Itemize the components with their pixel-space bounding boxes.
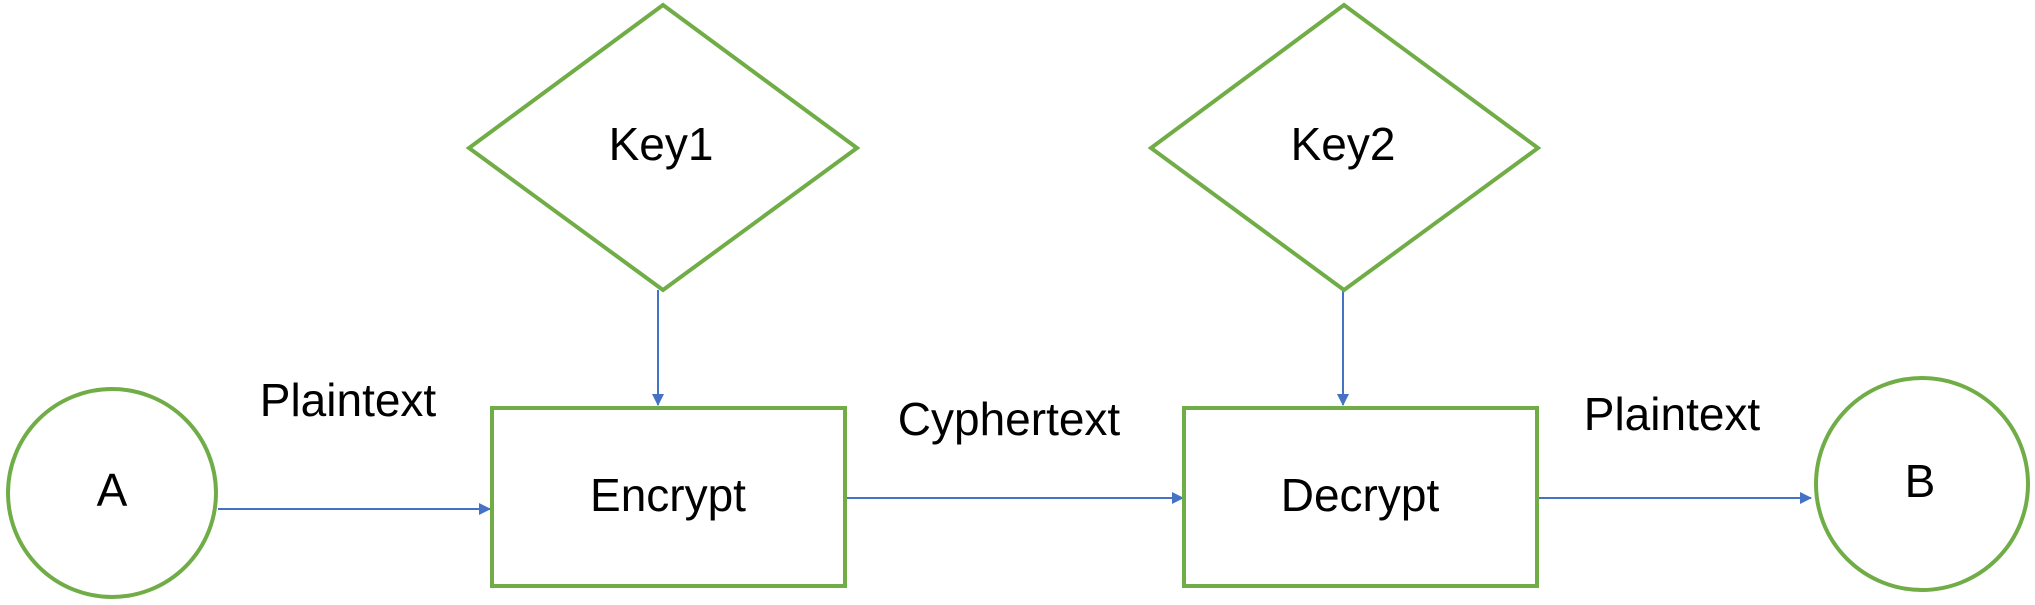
node-b-circle	[1814, 376, 2030, 592]
node-a-circle	[6, 387, 218, 599]
node-encrypt-box	[490, 406, 847, 588]
node-b-label: B	[1905, 455, 1936, 507]
node-key1-diamond	[465, 2, 861, 293]
edge-decrypt-to-b-label: Plaintext	[1584, 388, 1761, 440]
node-encrypt-label: Encrypt	[590, 469, 746, 521]
edge-a-to-encrypt-label: Plaintext	[260, 374, 437, 426]
node-key2-diamond	[1147, 2, 1542, 293]
node-a-label: A	[97, 464, 128, 516]
edge-encrypt-to-decrypt-label: Cyphertext	[898, 393, 1121, 445]
node-decrypt-label: Decrypt	[1281, 469, 1440, 521]
node-decrypt-box	[1182, 406, 1539, 588]
node-key2-label: Key2	[1291, 118, 1396, 170]
node-key1-label: Key1	[609, 118, 714, 170]
